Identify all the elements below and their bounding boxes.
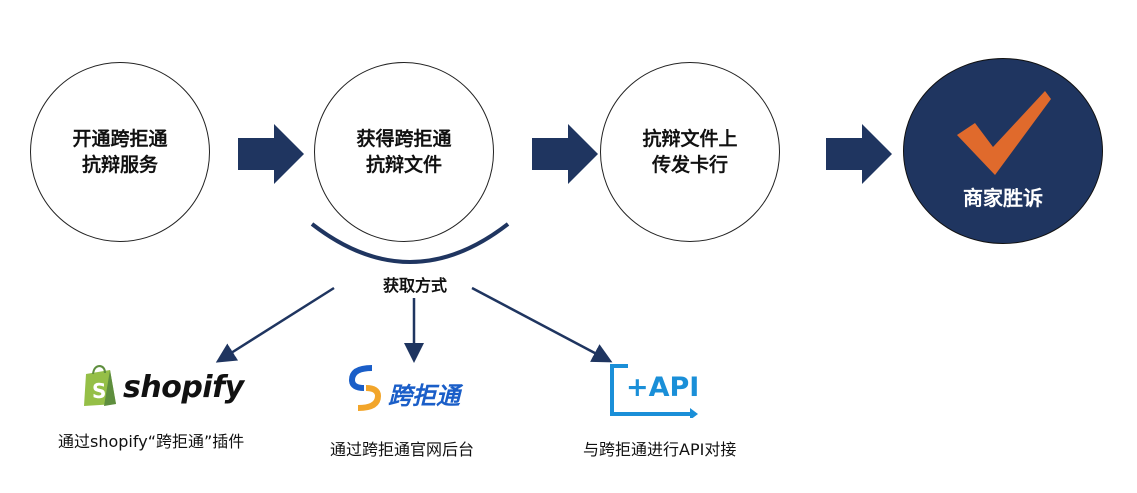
step-1-line2: 抗辩服务 <box>81 154 158 176</box>
step-1-line1: 开通跨拒通 <box>72 128 168 150</box>
bracket-arc <box>310 222 510 264</box>
method-caption-shopify: 通过shopify“跨拒通”插件 <box>58 432 245 451</box>
step-circle-2: 获得跨拒通 抗辩文件 <box>314 62 494 242</box>
methods-label: 获取方式 <box>382 276 447 295</box>
step-circle-3: 抗辩文件上 传发卡行 <box>600 62 780 242</box>
method-caption-website: 通过跨拒通官网后台 <box>330 440 475 459</box>
step-2-line2: 抗辩文件 <box>365 154 442 176</box>
step-circle-1: 开通跨拒通 抗辩服务 <box>30 62 210 242</box>
step-3-line2: 传发卡行 <box>651 154 728 176</box>
api-logo-text: +API <box>626 372 700 403</box>
arrow-right-icon <box>238 124 304 184</box>
step-2-line1: 获得跨拒通 <box>356 128 452 150</box>
step-3-line1: 抗辩文件上 <box>642 128 738 150</box>
shopify-bag-icon: S <box>84 364 116 406</box>
shopify-logo-text: shopify <box>123 370 244 405</box>
api-frame-icon <box>610 364 698 418</box>
kuajutong-logo-text: 跨拒通 <box>388 382 460 410</box>
method-caption-api: 与跨拒通进行API对接 <box>583 440 737 459</box>
kuajutong-s-icon <box>348 365 382 411</box>
arrow-right-icon <box>826 124 892 184</box>
method-arrows <box>215 286 613 363</box>
final-step-circle: 商家胜诉 <box>903 58 1103 244</box>
final-step-label: 商家胜诉 <box>963 186 1043 210</box>
svg-text:S: S <box>92 379 106 403</box>
checkmark-icon <box>957 91 1051 175</box>
arrow-right-icon <box>532 124 598 184</box>
